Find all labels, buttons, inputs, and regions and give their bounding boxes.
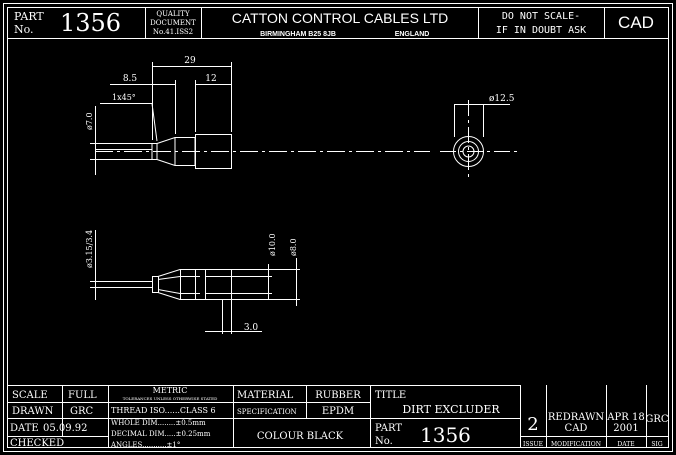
dim-end-view-diameter: ø12.5: [489, 94, 515, 104]
modification-line-1: REDRAWN: [548, 412, 604, 423]
dim-inner-diameter: ø10.0: [268, 233, 277, 256]
quality-line-2: DOCUMENT: [150, 19, 196, 27]
title-label: TITLE: [375, 390, 406, 401]
scale-note-line-1: DO NOT SCALE-: [502, 11, 580, 22]
quality-line-1: QUALITY: [156, 10, 190, 18]
header-part-label: PART: [14, 10, 44, 23]
material-value: RUBBER: [315, 390, 361, 401]
dim-bore-diameter: ø3.15/3.4: [85, 230, 94, 268]
title-part-label: PART: [375, 423, 402, 434]
tolerance-decimal: DECIMAL DIM.....±0.25mm: [111, 430, 211, 438]
top-dimension-lines: [90, 62, 232, 175]
scale-note-line-2: IF IN DOUBT ASK: [496, 25, 586, 36]
tolerance-whole: WHOLE DIM........±0.5mm: [111, 419, 206, 427]
dim-left-diameter: ø7.0: [85, 112, 94, 130]
company-country: ENGLAND: [395, 31, 430, 38]
sig-column-label: SIG: [651, 441, 662, 448]
dim-length-a: 8.5: [123, 74, 138, 84]
title-part-no-label: No.: [375, 436, 393, 447]
date-value: 05.09.92: [43, 423, 88, 434]
company-city: BIRMINGHAM B25 8JB: [260, 31, 336, 38]
dim-length-b: 12: [205, 74, 216, 84]
part-end-view: [440, 100, 520, 180]
sheet-border: [3, 3, 673, 452]
header-part-number: 1356: [60, 9, 121, 37]
checked-label: CHECKED: [10, 438, 64, 449]
material-label: MATERIAL: [237, 390, 294, 401]
title-value: DIRT EXCLUDER: [402, 403, 500, 416]
dim-overall-length: 29: [184, 56, 196, 66]
date-label: DATE: [10, 423, 39, 434]
scale-value: FULL: [68, 390, 97, 401]
dim-wall-thickness: 3.0: [244, 323, 259, 333]
modification-date-line-1: APR 18: [606, 412, 644, 423]
title-part-number: 1356: [420, 423, 471, 447]
header-part-no-label: No.: [14, 23, 34, 36]
part-section-view: [90, 230, 300, 334]
signature-value: GRC: [645, 414, 669, 425]
issue-number: 2: [527, 414, 538, 435]
tolerance-angles: ANGLES...........±1°: [110, 441, 180, 449]
quality-line-3: No.41.ISS2: [153, 28, 193, 36]
specification-label: SPECIFICATION: [237, 408, 297, 416]
specification-value: EPDM: [322, 406, 354, 417]
modification-line-2: CAD: [565, 423, 588, 434]
dim-chamfer: 1x45°: [112, 93, 136, 102]
title-block-grid: [7, 385, 668, 448]
issue-column-label: ISSUE: [523, 441, 543, 448]
company-name: CATTON CONTROL CABLES LTD: [232, 10, 449, 26]
date-column-label: DATE: [617, 441, 634, 448]
metric-subtitle: TOLERANCES UNLESS OTHERWISE STATED: [123, 396, 218, 401]
drawn-value: GRC: [70, 406, 94, 417]
scale-label: SCALE: [12, 390, 48, 401]
modification-date-line-2: 2001: [613, 423, 638, 434]
modification-column-label: MODIFICATION: [551, 441, 601, 448]
tolerance-thread: THREAD ISO......CLASS 6: [111, 406, 216, 415]
part-side-view: [95, 134, 430, 169]
cad-label: CAD: [618, 13, 654, 32]
dim-outer-diameter: ø8.0: [289, 238, 298, 256]
colour-note: COLOUR BLACK: [257, 431, 344, 442]
metric-label: METRIC: [153, 386, 188, 395]
header-block: [7, 7, 668, 39]
drawn-label: DRAWN: [12, 406, 54, 417]
